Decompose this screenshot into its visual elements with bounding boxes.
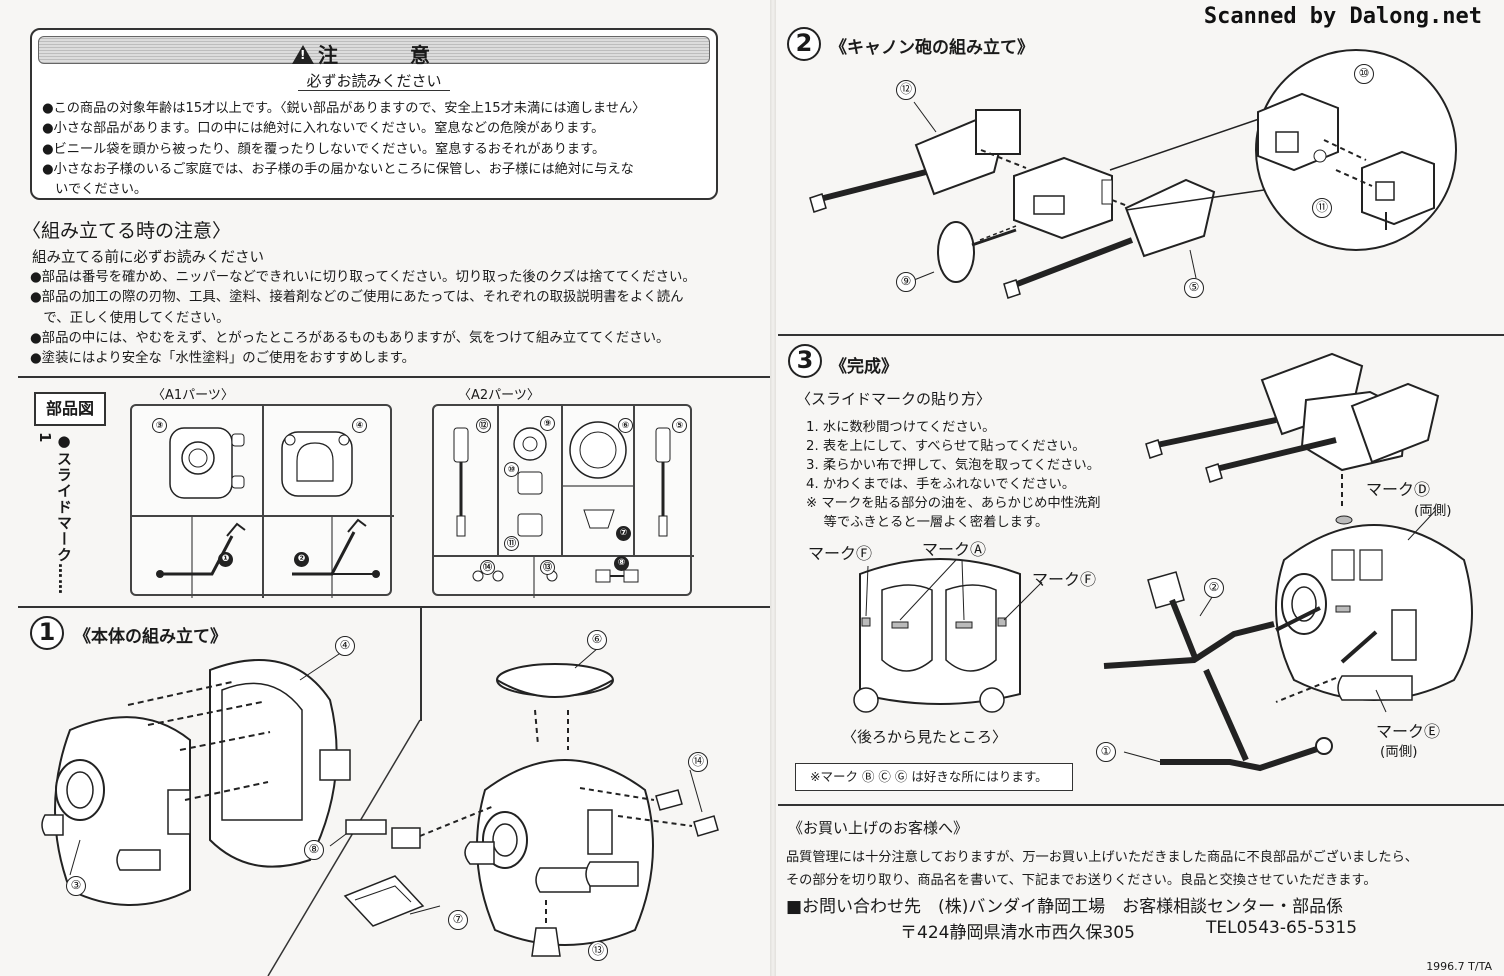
decal-note-box: ※マーク Ⓑ Ⓒ Ⓖ は好きな所にはります。 [795, 763, 1073, 791]
part-number: ⑤ [672, 418, 687, 433]
step1-illustration [41, 647, 719, 976]
divider [420, 606, 422, 721]
part-number: ❶ [218, 552, 233, 567]
assembly-note-item: ●塗装にはより安全な「水性塗料」のご使用をおすすめします。 [30, 351, 416, 367]
mark-f-left-label: マークⒻ [808, 544, 873, 563]
caution-item: ●小さな部品があります。口の中には絶対に入れないでください。窒息などの危険があり… [42, 121, 605, 137]
step1-number: 1 [30, 616, 64, 650]
divider [18, 376, 770, 378]
customer-body-line: 品質管理には十分注意しておりますが、万一お買い上げいただきました商品に不良部品が… [786, 850, 1418, 865]
caution-item: ●この商品の対象年齢は15才以上です。〈鋭い部品がありますので、安全上15才未満… [42, 101, 646, 116]
caution-list: ●この商品の対象年齢は15才以上です。〈鋭い部品がありますので、安全上15才未満… [42, 99, 645, 200]
decal-step: 2. 表を上にして、すべらせて貼ってください。 [806, 439, 1086, 454]
decal-heading: 〈スライドマークの貼り方〉 [796, 390, 992, 408]
step1-title: 《本体の組み立て》 [74, 627, 227, 647]
part-number: ⑫ [476, 418, 491, 433]
part-number: ❷ [294, 552, 309, 567]
divider [18, 606, 770, 608]
assembly-notes-list: ●部品は番号を確かめ、ニッパーなどできれいに切り取ってください。切り取った後のク… [30, 268, 696, 369]
assembly-notes-heading: 〈組み立てる時の注意〉 [22, 220, 232, 242]
step1-callout: ④ [335, 636, 355, 656]
customer-body: 品質管理には十分注意しておりますが、万一お買い上げいただきました商品に不良部品が… [786, 846, 1418, 892]
a1-sprue-drawing [132, 406, 394, 598]
part-number: ⑧ [614, 556, 629, 571]
caution-item: ●ビニール袋を頭から被ったり、顔を覆ったりしないでください。窒息するおそれがあり… [42, 141, 606, 157]
caution-subtitle: 必ずお読みください [32, 70, 716, 91]
mark-e-sub: (両側) [1380, 744, 1418, 760]
step2-callout: ⑤ [1184, 278, 1204, 298]
warning-icon [292, 45, 314, 64]
contact-line: ■お問い合わせ先 (株)バンダイ静岡工場 お客様相談センター・部品係 [786, 897, 1344, 917]
customer-title: 《お買い上げのお客様へ》 [788, 819, 969, 837]
mark-a-label: マークⒶ [922, 540, 987, 559]
caution-item: いでください。 [42, 182, 148, 198]
step1-callout: ⑧ [304, 840, 324, 860]
step1-callout: ⑬ [588, 941, 608, 961]
step1-callout: ⑦ [448, 910, 468, 930]
mark-d-sub: (両側) [1414, 503, 1452, 519]
part-number: ⑩ [504, 462, 519, 477]
part-number: ④ [352, 418, 367, 433]
step2-illustration [809, 49, 1457, 299]
decal-step: 3. 柔らかい布で押して、気泡を取ってください。 [806, 458, 1101, 473]
mark-e-label: マークⒺ [1376, 722, 1441, 741]
caution-band: 注 意 [38, 36, 710, 67]
rear-view-caption: 〈後ろから見たところ〉 [842, 728, 1008, 746]
decal-instructions: 1. 水に数秒間つけてください。 2. 表を上にして、すべらせて貼ってください。… [806, 418, 1101, 532]
decal-step: 4. かわくまでは、手をふれないでください。 [806, 477, 1076, 492]
contact-phone: TEL0543-65-5315 [1206, 918, 1358, 938]
caution-title: 注 意 [39, 39, 709, 68]
footer-code: 1996.7 T/TA [1426, 960, 1492, 973]
step2-number: 2 [787, 27, 821, 61]
step1-callout: ⑥ [587, 630, 607, 650]
assembly-note-item: で、正しく使用してください。 [30, 310, 230, 326]
step2-callout: ⑪ [1312, 198, 1332, 218]
step3-title: 《完成》 [830, 357, 898, 377]
step2-callout: ⑨ [896, 272, 916, 292]
assembly-note-item: ●部品の加工の際の刃物、工具、塗料、接着剤などのご使用にあたっては、それぞれの取… [30, 290, 684, 306]
a2-sprue: ⑫ ⑨ ⑥ ⑤ ⑩ ⑪ ⑦ ⑭ ⑬ ⑧ [432, 404, 694, 598]
part-number: ⑨ [540, 416, 555, 431]
caution-box: 注 意 必ずお読みください ●この商品の対象年齢は15才以上です。〈鋭い部品があ… [30, 28, 718, 200]
a2-sprue-drawing [434, 406, 694, 598]
part-number: ⑭ [480, 560, 495, 575]
decal-step: 等でふきとると一層よく密着します。 [806, 515, 1049, 530]
watermark: Scanned by Dalong.net [1203, 4, 1482, 29]
parts-diagram-label: 部品図 [34, 392, 106, 426]
step1-callout: ⑭ [688, 752, 708, 772]
customer-body-line: その部分を切り取り、商品名を書いて、下記までお送りください。良品と交換させていた… [786, 873, 1377, 888]
divider [778, 804, 1504, 806]
decal-step: ※ マークを貼る部分の油を、あらかじめ中性洗剤 [806, 496, 1101, 511]
step3-number: 3 [788, 344, 822, 378]
step3-illustration [853, 352, 1473, 772]
step3-callout: ① [1096, 742, 1116, 762]
mark-d-label: マークⒹ [1366, 480, 1431, 499]
part-number: ⑦ [616, 526, 631, 541]
assembly-note-item: ●部品の中には、やむをえず、とがったところがあるものもありますが、気をつけて組み… [30, 330, 670, 346]
a1-parts-label: 〈A1パーツ〉 [152, 388, 234, 403]
step2-callout: ⑩ [1354, 64, 1374, 84]
part-number: ③ [152, 418, 167, 433]
mark-f-right-label: マークⒻ [1032, 570, 1097, 589]
divider [778, 334, 1504, 336]
decal-count-note: ●スライドマーク……1 [36, 432, 73, 595]
a1-sprue: ③ ④ ❶ ❷ [130, 404, 394, 598]
a2-parts-label: 〈A2パーツ〉 [458, 388, 540, 403]
assembly-note-item: ●部品は番号を確かめ、ニッパーなどできれいに切り取ってください。切り取った後のク… [30, 270, 696, 285]
step3-callout: ② [1204, 578, 1224, 598]
contact-address: 〒424静岡県清水市西久保305 [900, 923, 1135, 943]
decal-step: 1. 水に数秒間つけてください。 [806, 420, 996, 435]
part-number: ⑪ [504, 536, 519, 551]
assembly-notes-subtitle: 組み立てる前に必ずお読みください [32, 250, 264, 266]
step1-callout: ③ [66, 876, 86, 896]
caution-item: ●小さなお子様のいるご家庭では、お子様の手の届かないところに保管し、お子様には絶… [42, 161, 634, 177]
step2-callout: ⑫ [896, 80, 916, 100]
part-number: ⑥ [618, 418, 633, 433]
part-number: ⑬ [540, 560, 555, 575]
page-fold [770, 0, 776, 976]
step2-title: 《キャノン砲の組み立て》 [830, 38, 1034, 58]
